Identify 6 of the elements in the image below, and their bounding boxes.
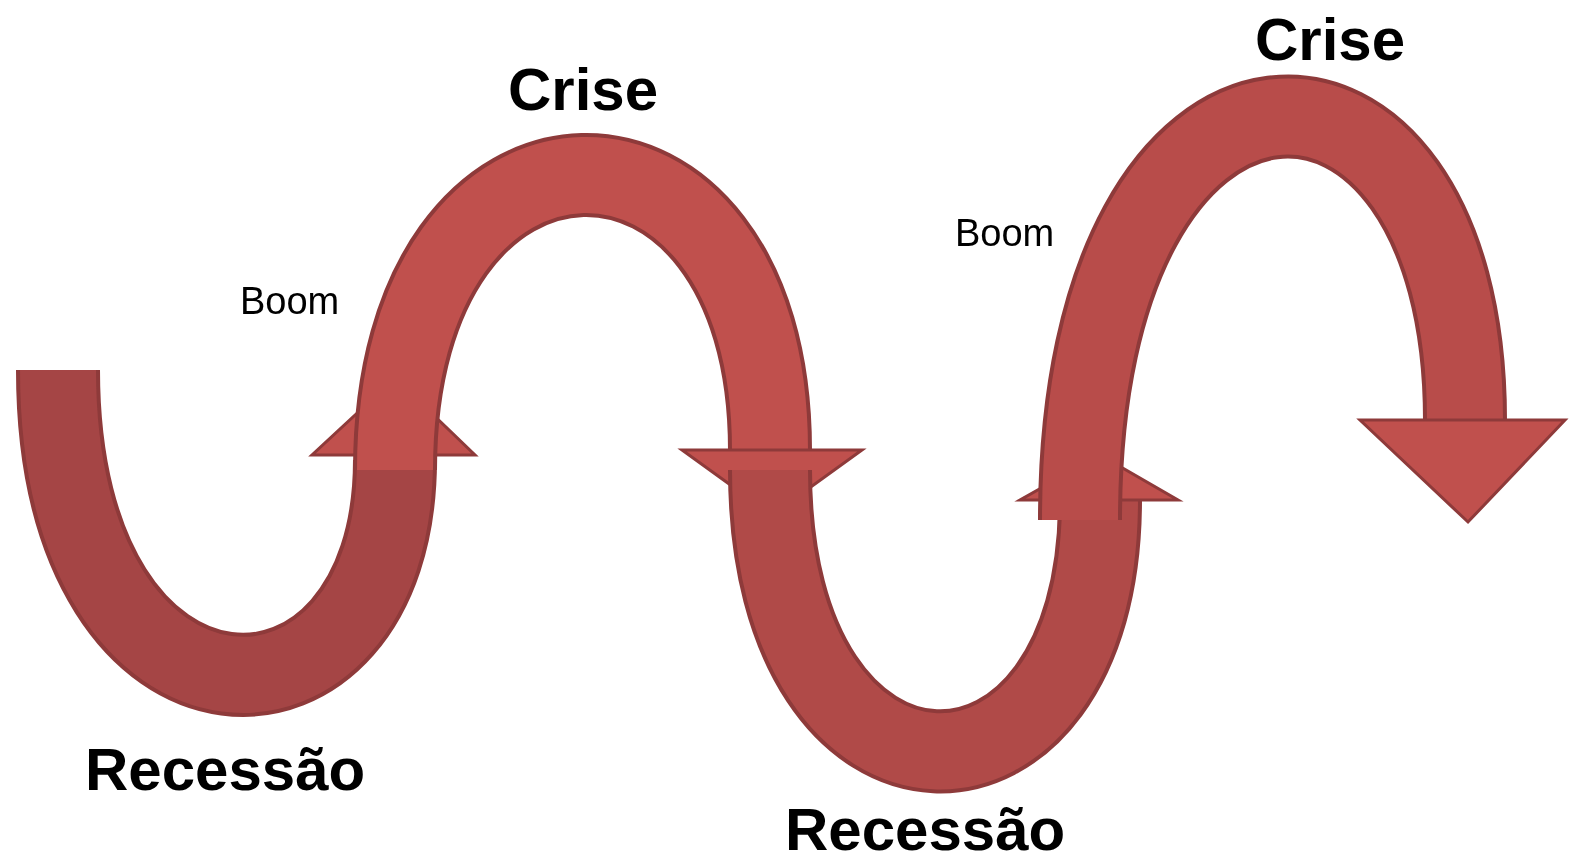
phase-label: Recessão: [85, 735, 366, 804]
phase-label: Boom: [955, 212, 1055, 255]
phase-label: Crise: [1255, 5, 1406, 74]
phase-label: Boom: [240, 280, 340, 323]
phase-label: Recessão: [785, 795, 1066, 861]
phase-label: Crise: [508, 55, 659, 124]
